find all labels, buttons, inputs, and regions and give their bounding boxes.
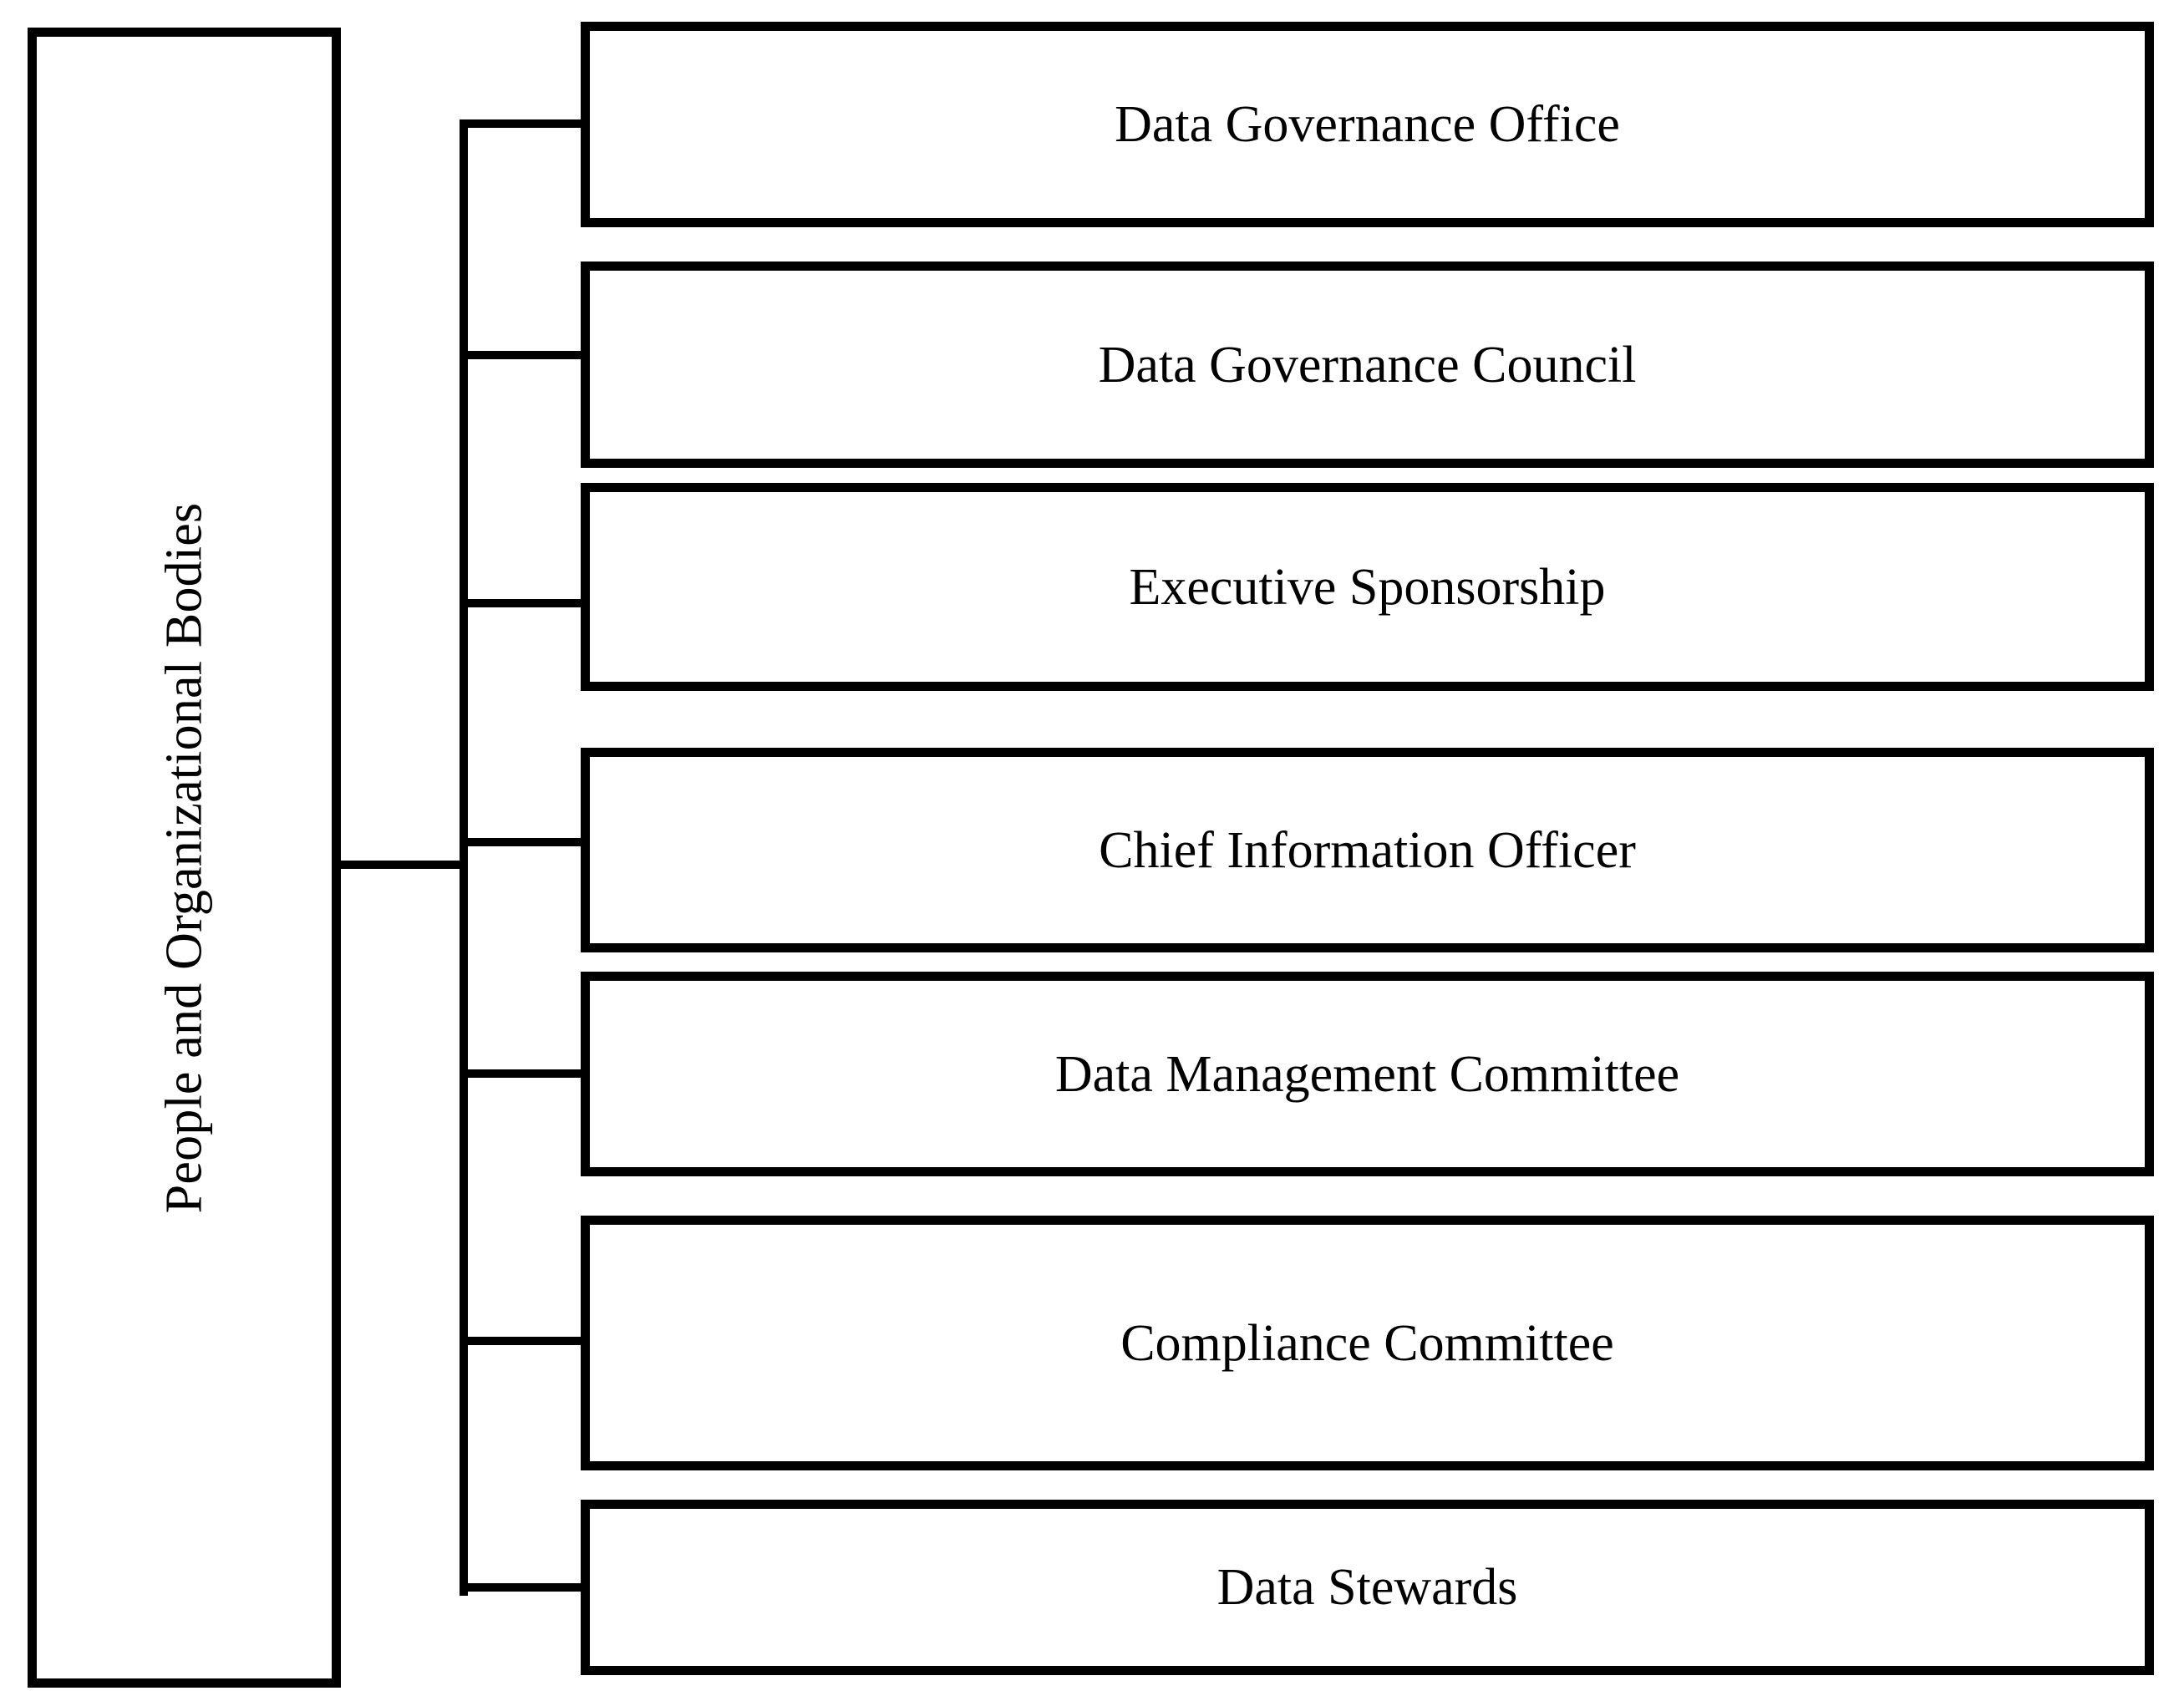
- child-node-executive-sponsorship[interactable]: Executive Sponsorship: [581, 483, 2154, 691]
- branch-connector-line-6: [460, 1337, 585, 1345]
- branch-connector-line-5: [460, 1069, 585, 1078]
- branch-connector-line-4: [460, 838, 585, 846]
- child-node-data-governance-office[interactable]: Data Governance Office: [581, 22, 2154, 227]
- child-node-label: Data Governance Office: [1115, 96, 1620, 153]
- child-node-data-management-committee[interactable]: Data Management Committee: [581, 972, 2154, 1176]
- child-node-label: Executive Sponsorship: [1129, 558, 1606, 616]
- parent-node-people-and-organizational-bodies[interactable]: People and Organizational Bodies: [28, 28, 341, 1688]
- child-node-compliance-committee[interactable]: Compliance Committee: [581, 1216, 2154, 1470]
- child-node-label: Data Management Committee: [1054, 1045, 1680, 1103]
- branch-connector-line-2: [460, 351, 585, 359]
- branch-connector-line-7: [460, 1583, 585, 1592]
- child-node-label: Data Governance Council: [1098, 336, 1637, 394]
- child-node-data-stewards[interactable]: Data Stewards: [581, 1500, 2154, 1675]
- spine-connector-line: [460, 119, 468, 1596]
- child-node-label: Data Stewards: [1216, 1559, 1518, 1616]
- trunk-connector-line: [338, 861, 465, 869]
- child-node-label: Compliance Committee: [1120, 1314, 1614, 1372]
- child-node-chief-information-officer[interactable]: Chief Information Officer: [581, 748, 2154, 952]
- branch-connector-line-1: [460, 119, 585, 128]
- child-node-label: Chief Information Officer: [1099, 821, 1636, 879]
- branch-connector-line-3: [460, 599, 585, 607]
- child-node-data-governance-council[interactable]: Data Governance Council: [581, 262, 2154, 468]
- parent-node-label: People and Organizational Bodies: [155, 502, 213, 1213]
